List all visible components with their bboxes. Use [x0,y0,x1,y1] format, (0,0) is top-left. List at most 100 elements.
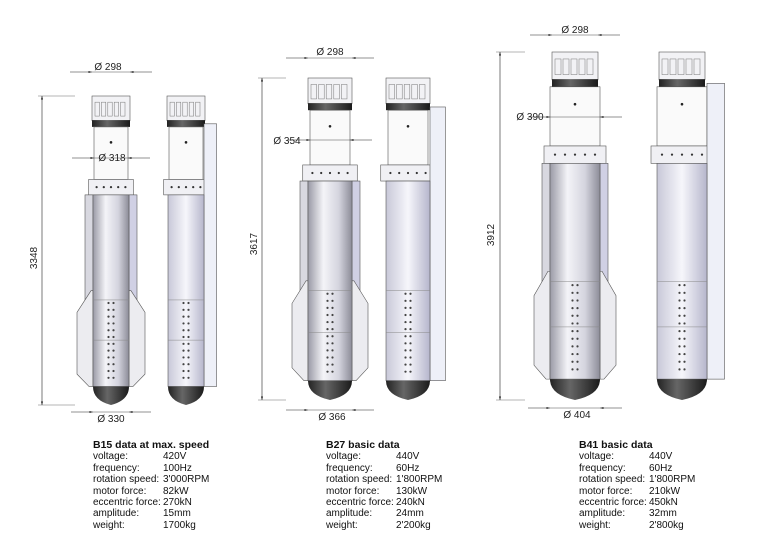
cap-slot [554,58,562,75]
hole [409,306,412,310]
hole [576,360,579,363]
spec-label: amplitude: [326,508,373,520]
hole [112,342,115,345]
spec-value: 82kW [163,485,189,497]
hole [683,345,686,348]
hole [409,313,412,317]
spec-value: 3'000RPM [163,474,210,486]
spec-row: amplitude:24mm [326,508,442,519]
side-fin [128,194,138,301]
spec-row: weight:2'200kg [326,520,442,531]
spec-row: amplitude:32mm [579,508,695,519]
hole [112,356,115,359]
bolt [117,186,120,189]
hole [678,307,681,310]
motor-housing [387,109,429,166]
height-dimension-label: 3617 [249,232,260,255]
vibrator-body [549,163,601,380]
hole [187,349,190,352]
cap-slot [677,58,685,75]
hole [326,306,329,310]
hole [678,299,681,302]
cap-slot [94,101,100,117]
hole [326,370,329,373]
height-dimension-label: 3912 [486,223,497,246]
hole [678,291,681,294]
nose-cone [308,380,352,400]
motor-housing [93,126,129,180]
hole [576,284,579,287]
hole [331,342,334,345]
coupling-cap [166,95,206,122]
coupling-cap [658,51,706,81]
spec-value: 130kW [396,485,428,497]
bolt [170,186,173,189]
spec-label: eccentric force: [326,497,394,509]
hole [683,307,686,310]
hole [326,320,329,324]
hole [331,299,334,302]
cap-slot [318,84,325,100]
spec-value: 60Hz [649,462,673,474]
coupling-cap [91,95,131,122]
spec-row: eccentric force:270kN [93,497,209,508]
hole [187,363,190,366]
side-pipe [429,106,446,381]
hole [683,322,686,325]
cap-slot [562,58,570,75]
hole [187,376,190,379]
hole [409,349,412,352]
bolt [398,171,401,175]
spec-value: 240kN [396,497,425,509]
hole [409,292,412,295]
hole [678,314,681,317]
hole [678,345,681,348]
hole [683,337,686,340]
spec-row: weight:2'800kg [579,520,695,531]
hole [571,360,574,363]
cap-slot [113,101,119,117]
hole [182,349,185,352]
hole [112,349,115,352]
spec-value: 440V [396,451,420,463]
spec-label: weight: [93,519,125,531]
spec-value: 100Hz [163,462,192,474]
hole [404,370,407,373]
bolt [199,186,202,189]
hole [326,349,329,352]
spec-value: 1'800RPM [649,474,696,486]
side-fin [299,180,309,291]
hole [182,315,185,318]
cap-slot [661,58,669,75]
hole [571,337,574,340]
vibrator-body [92,194,130,387]
hole [571,284,574,287]
bolt [415,171,418,175]
spec-label: amplitude: [93,508,140,520]
hole [182,335,185,339]
hole [409,342,412,345]
hole [678,360,681,363]
hole [409,328,412,331]
hole [576,345,579,348]
bolt [109,141,113,144]
hole [107,342,110,345]
hole [112,335,115,339]
cap-slot [403,84,411,100]
hole [571,329,574,333]
cap-slot [411,84,418,100]
hole [331,328,334,331]
hole [409,363,412,366]
upper-diameter-label: Ø 318 [98,153,126,164]
model-b41-group: 3912 Ø 298 Ø 390 Ø 404 [486,25,725,421]
side-fin [351,180,361,291]
hole [404,335,407,338]
hole [404,363,407,366]
nose-cone [93,386,129,405]
hole [678,329,681,333]
hole [331,363,334,366]
hole [326,328,329,331]
bolt [184,141,188,144]
